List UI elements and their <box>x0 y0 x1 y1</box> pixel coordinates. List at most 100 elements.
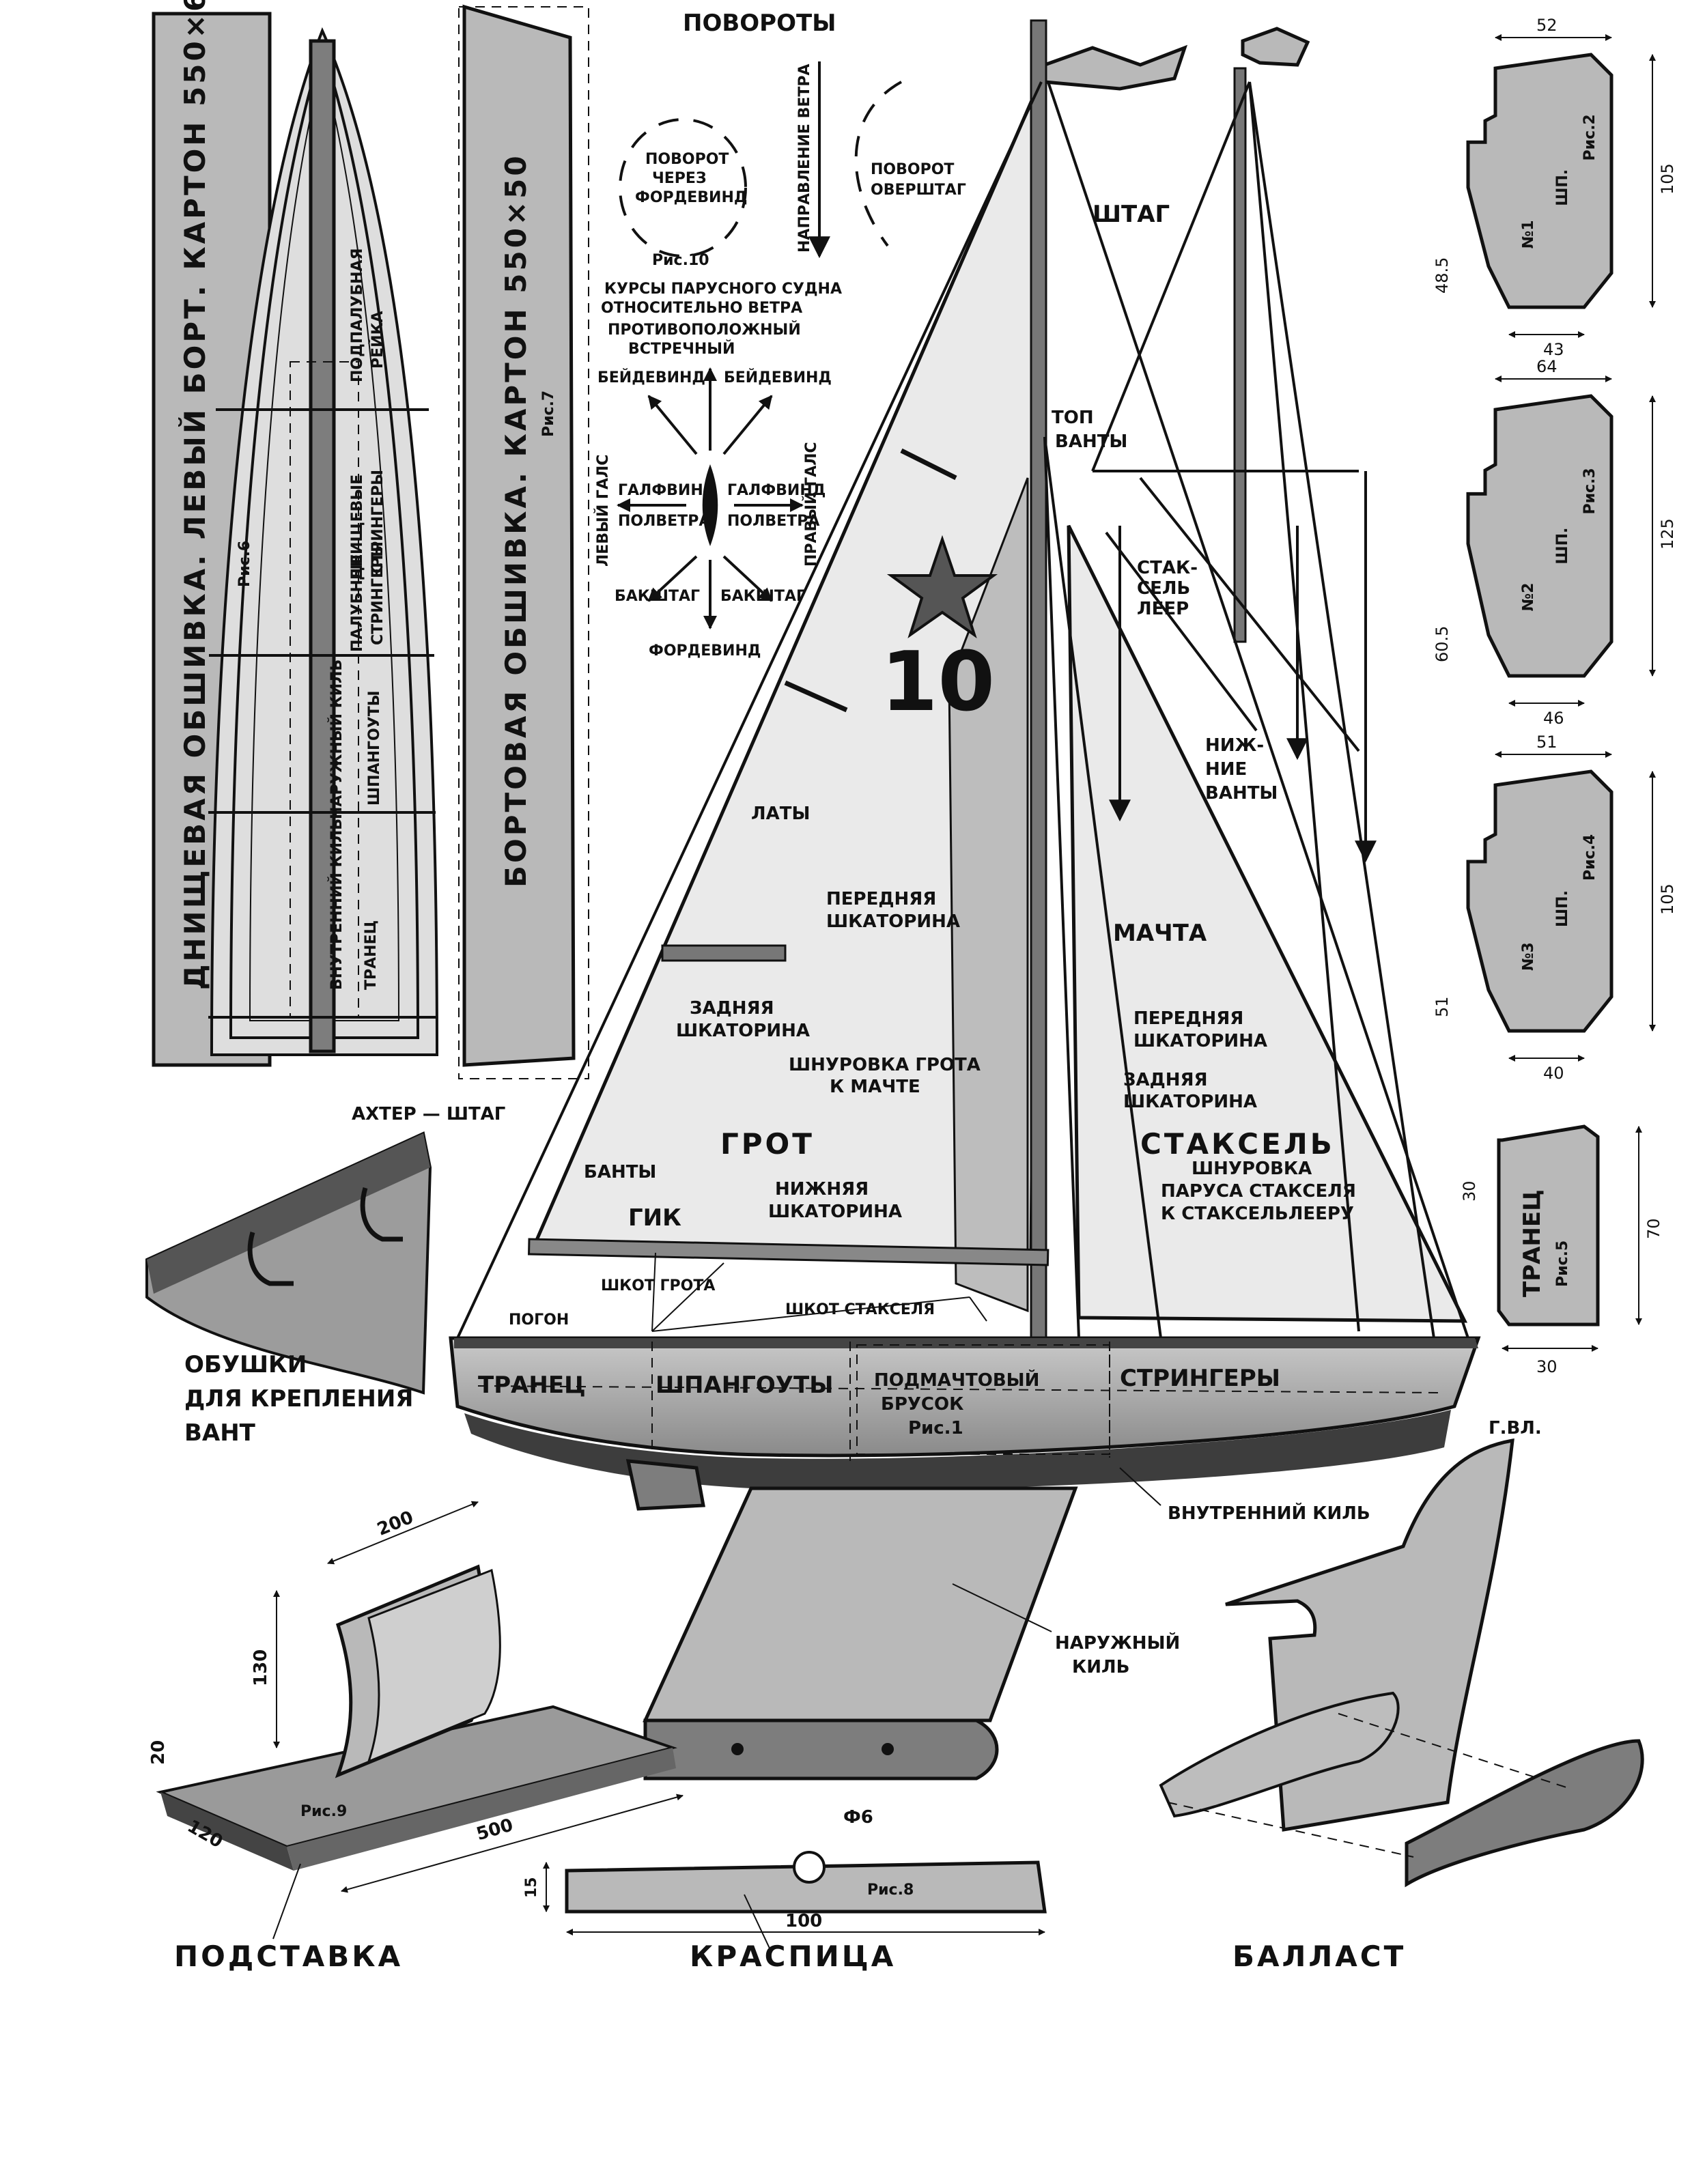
traveler-label: ПОГОН <box>509 1311 569 1329</box>
run-label: ФОРДЕВИНД <box>649 642 761 660</box>
frame-1-num: №1 <box>1520 220 1537 249</box>
forestay-line <box>1047 81 1469 1339</box>
outer-keel-fin <box>643 1486 1078 1722</box>
head-wind-label-1: ПРОТИВОПОЛОЖНЫЙ <box>608 321 801 339</box>
stand-thickness-dim: 20 <box>148 1740 169 1765</box>
frame-3-height-dim: 105 <box>1658 883 1677 915</box>
stand-label: ПОДСТАВКА <box>174 1940 403 1973</box>
transom-part-bottom-dim: 30 <box>1536 1357 1558 1376</box>
hull-transom-label: ТРАНЕЦ <box>478 1372 586 1399</box>
fig10-label: Рис.10 <box>652 252 709 269</box>
mast-block-label-2: БРУСОК <box>881 1394 963 1415</box>
lower-batten <box>661 944 787 962</box>
spreader-detail: Ф6 Рис.8 15 100 КРАСПИЦА <box>523 1807 1047 1973</box>
courses-title-1: КУРСЫ ПАРУСНОГО СУДНА <box>604 281 842 298</box>
broad-left-label: БАКШТАГ <box>615 588 700 605</box>
ballast-bulb <box>643 1718 999 1781</box>
frame-2-num: №2 <box>1520 583 1537 612</box>
courses-diagram: КУРСЫ ПАРУСНОГО СУДНА ОТНОСИТЕЛЬНО ВЕТРА… <box>594 281 842 660</box>
ballast-detail: БАЛЛАСТ <box>1159 1438 1644 1973</box>
jib-stay-label-1: СТАК- <box>1137 558 1198 578</box>
bows-label: БАНТЫ <box>584 1162 656 1182</box>
outer-keel-label: НАРУЖНЫЙ КИЛЬ <box>328 660 346 819</box>
stand-fig-label: Рис.9 <box>300 1803 347 1820</box>
wind-direction-label: НАПРАВЛЕНИЕ ВЕТРА <box>796 63 813 253</box>
transom-part-shape <box>1497 1124 1600 1327</box>
main-foot-label-1: НИЖНЯЯ <box>775 1179 869 1200</box>
outer-keel-strip <box>309 39 336 1053</box>
jibe-label-2: ЧЕРЕЗ <box>652 170 707 187</box>
forestay-label: ШТАГ <box>1093 201 1170 228</box>
battens-label: ЛАТЫ <box>751 804 810 824</box>
frame-3-side-dim: 51 <box>1433 996 1452 1017</box>
hull-outer-keel-label-1: НАРУЖНЫЙ <box>1055 1632 1180 1654</box>
frame-3-bottom-dim: 40 <box>1543 1064 1564 1083</box>
eyelet-2-icon <box>360 1187 403 1242</box>
mast <box>1030 19 1047 1360</box>
rear-mast <box>1233 67 1247 643</box>
eyelets-detail: ОБУШКИ ДЛЯ КРЕПЛЕНИЯ ВАНТ <box>145 1131 432 1447</box>
transom-part-height-dim: 70 <box>1644 1218 1663 1239</box>
eyelets-label-3: ВАНТ <box>184 1419 256 1447</box>
main-leech-label-1: ЗАДНЯЯ <box>690 998 774 1019</box>
side-hull-panel: БОРТОВАЯ ОБШИВКА. КАРТОН 550×50 Рис.7 <box>458 4 589 1079</box>
beam-left-label-2: ПОЛВЕТРА <box>618 513 710 530</box>
bottom-stringers-label-1: ДНИЩЕВЫЕ <box>349 474 366 580</box>
frames-label: ШПАНГОУТЫ <box>366 690 383 806</box>
close-hauled-left-label: БЕЙДЕВИНД <box>597 369 705 386</box>
top-shrouds-label-2: ВАНТЫ <box>1055 431 1127 452</box>
jib-stay-label-2: СЕЛЬ <box>1137 578 1190 599</box>
beam-left-label-1: ГАЛФВИНД <box>618 482 716 499</box>
frame-1-bottom-dim: 43 <box>1543 340 1564 359</box>
spreader-hole-dim: Ф6 <box>843 1807 873 1828</box>
backstay-label: АХТЕР — ШТАГ <box>352 1104 505 1124</box>
stand-detail: 200 130 20 500 120 Рис.9 ПОДСТАВКА <box>148 1501 684 1973</box>
jib-leech-label-1: ЗАДНЯЯ <box>1123 1070 1208 1090</box>
keel-lump <box>625 1459 705 1511</box>
frame-1-shape <box>1466 53 1614 309</box>
lower-shrouds-label-3: ВАНТЫ <box>1205 783 1278 804</box>
broad-right-label: БАКШТАГ <box>720 588 806 605</box>
frames-column: 5210548.543Рис.2ШП.№16412560.546Рис.3ШП.… <box>1433 16 1677 1376</box>
hull-inner-keel-label: ВНУТРЕННИЙ КИЛЬ <box>1168 1502 1370 1524</box>
mainsail-label: ГРОТ <box>720 1127 815 1161</box>
frame-3-shape <box>1466 769 1614 1033</box>
spreader-fig-label: Рис.8 <box>867 1882 914 1899</box>
frame-2-fig: Рис.3 <box>1581 468 1598 514</box>
mainsail-shadow <box>948 477 1029 1313</box>
yacht-side-view: 10 <box>352 19 1542 1781</box>
frame-2-part: ШП. <box>1554 528 1571 565</box>
jib-leech-label-2: ШКАТОРИНА <box>1123 1092 1257 1112</box>
deck-stringers-label-1: ПАЛУБНЫЕ <box>349 554 366 652</box>
courses-title-2: ОТНОСИТЕЛЬНО ВЕТРА <box>601 300 802 317</box>
hull-stringers-label: СТРИНГЕРЫ <box>1120 1365 1280 1392</box>
ballast-label: БАЛЛАСТ <box>1232 1940 1406 1973</box>
frame-1-part: ШП. <box>1554 169 1571 206</box>
main-luff-label-1: ПЕРЕДНЯЯ <box>826 889 936 909</box>
hull-frames-label: ШПАНГОУТЫ <box>656 1372 833 1399</box>
main-foot-label-2: ШКАТОРИНА <box>768 1202 902 1222</box>
jib-stay-label-3: ЛЕЕР <box>1137 599 1189 619</box>
boom <box>528 1238 1049 1266</box>
main-lacing-label-1: ШНУРОВКА ГРОТА <box>789 1055 981 1075</box>
turns-title: ПОВОРОТЫ <box>683 10 836 37</box>
frame-3-fig: Рис.4 <box>1581 834 1598 881</box>
bottom-hull-title: ДНИЩЕВАЯ ОБШИВКА. ЛЕВЫЙ БОРТ. КАРТОН 550… <box>178 0 212 990</box>
mast-label: МАЧТА <box>1113 920 1207 947</box>
frame-1-height-dim: 105 <box>1658 163 1677 195</box>
bottom-stringers-label-2: СТРИНГЕРЫ <box>369 470 386 573</box>
eyelets-label-2: ДЛЯ КРЕПЛЕНИЯ <box>184 1385 413 1413</box>
backstay-line <box>456 81 1043 1339</box>
jibe-label-1: ПОВОРОТ <box>645 151 729 168</box>
frame-2-height-dim: 125 <box>1658 518 1677 550</box>
hull-fig1-label: Рис.1 <box>908 1418 963 1438</box>
lower-shrouds-label-2: НИЕ <box>1205 759 1247 780</box>
hull-plan-view: Рис.6 ПОДПАЛУБНАЯ РЕЙКА ДНИЩЕВЫЕ СТРИНГЕ… <box>208 27 439 1056</box>
deck-edge <box>454 1338 1478 1348</box>
spreader-bar <box>565 1860 1047 1914</box>
masthead-flag <box>1043 44 1188 91</box>
fig7-label: Рис.7 <box>540 391 557 437</box>
frame-3-top-dim: 51 <box>1536 733 1558 752</box>
transom-part-fig: Рис.5 <box>1554 1240 1571 1287</box>
